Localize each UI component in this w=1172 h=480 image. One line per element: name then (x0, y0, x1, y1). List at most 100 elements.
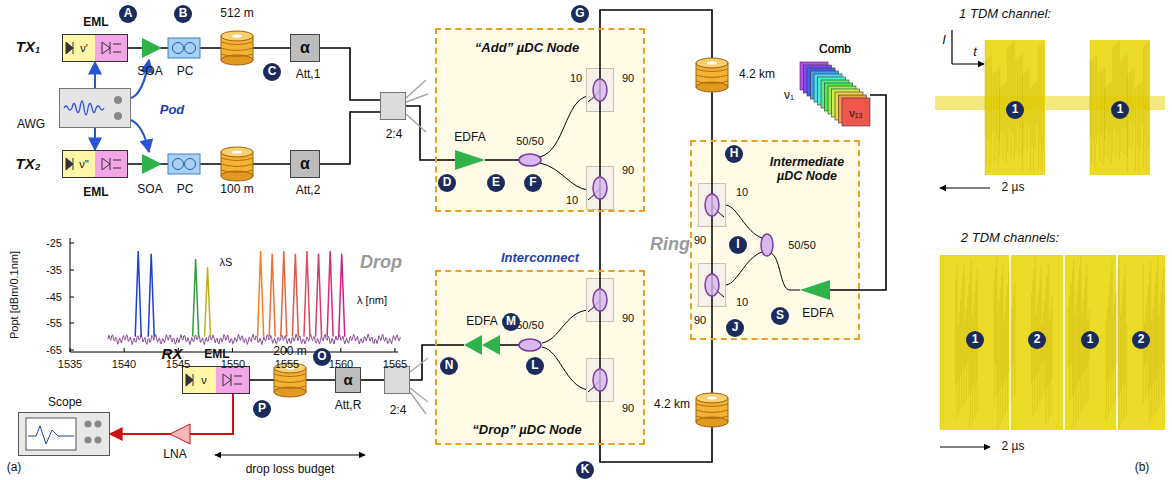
fiber-connector (599, 212, 601, 270)
oscilloscope-trace (1002, 264, 1003, 419)
spectrum-plot (108, 334, 400, 345)
oscilloscope-trace (1135, 88, 1136, 171)
oscilloscope-trace (1033, 84, 1034, 174)
oscilloscope-trace (1003, 322, 1004, 382)
eml-symbol (223, 374, 242, 386)
callout-number: C (263, 63, 281, 81)
splitter-fill (384, 366, 410, 394)
oscilloscope-trace (961, 287, 962, 409)
small-label: λS (220, 256, 233, 268)
attenuator-box: α (290, 34, 320, 62)
polarization-controller (185, 159, 196, 170)
oscilloscope-trace (1137, 86, 1138, 145)
callout-number: M (502, 313, 520, 331)
node-label: EML (83, 16, 108, 29)
node-label: AWG (17, 118, 45, 131)
oscilloscope-trace (1143, 46, 1144, 167)
oscilloscope-trace (985, 40, 986, 175)
callout-number: J (726, 319, 744, 337)
oscilloscope-trace (971, 260, 972, 390)
text-label: 512 m (220, 7, 253, 20)
polarization-controller (168, 154, 200, 174)
panel-heading: 1 TDM channel: (959, 7, 1051, 21)
oscilloscope-trace (986, 59, 987, 165)
oscilloscope-trace (1116, 281, 1117, 364)
drop-node-circuit (435, 270, 614, 445)
spectrum-plot (70, 297, 74, 298)
oscilloscope-trace (1001, 87, 1002, 131)
oscilloscope-trace (1157, 258, 1158, 374)
oscilloscope-trace (1050, 308, 1051, 416)
fiber-connector (320, 112, 380, 164)
oscilloscope-trace (999, 301, 1000, 392)
add-node-circuit (519, 154, 541, 166)
fiber-spool (696, 58, 728, 92)
eml-module: EML (182, 366, 250, 394)
oscilloscope-trace (993, 74, 994, 134)
oscilloscope-trace (1125, 266, 1126, 382)
awg-symbol (114, 96, 122, 104)
spectrum-plot (70, 350, 74, 351)
scope-symbol (95, 421, 102, 428)
fiber-connector (94, 128, 96, 150)
add-node-circuit (587, 68, 614, 112)
fiber-spool (221, 147, 253, 181)
oscilloscope-trace (1098, 74, 1099, 134)
awg-symbol (59, 60, 149, 152)
oscilloscope-trace (998, 69, 999, 166)
fiber-connector (95, 10, 886, 462)
callout-number: 1 (1111, 101, 1129, 119)
oscilloscope-trace (1070, 295, 1071, 400)
oscilloscope-trace (1094, 56, 1095, 169)
comb-laser-stack (800, 62, 870, 126)
small-label: 90 (694, 314, 706, 326)
text-label: PC (177, 183, 194, 196)
oscilloscope-trace (1006, 82, 1007, 163)
eml-symbol (102, 42, 121, 54)
oscilloscope-trace (1073, 258, 1074, 427)
axis-tick-label: -25 (46, 237, 62, 249)
oscilloscope-trace (1125, 55, 1126, 129)
callout-number: D (438, 174, 456, 192)
intermediate-node-circuit (699, 263, 726, 307)
oscilloscope-trace (960, 300, 961, 377)
drop-node-region: “Drop” µDC Node (435, 270, 645, 445)
intermediate-node-circuit (699, 140, 861, 340)
oscilloscope-trace (1045, 287, 1046, 426)
loss-budget-arrow (215, 454, 365, 455)
fiber-connector (406, 106, 435, 160)
text-label: (b) (1135, 461, 1150, 474)
fiber-spool (221, 31, 253, 65)
polarization-controller (168, 38, 200, 58)
oscilloscope-trace (1090, 61, 1091, 136)
text-label: 200 m (273, 345, 306, 358)
add-node-circuit (587, 166, 614, 210)
oscilloscope-trace (1159, 316, 1160, 407)
oscilloscope-trace (1163, 267, 1164, 397)
text-label: SOA (137, 183, 162, 196)
text-label: PC (177, 65, 194, 78)
lna-amplifier (170, 424, 190, 444)
section-name: Pod (160, 103, 185, 117)
spectrum-plot (327, 251, 333, 337)
axis-tick-label: -35 (46, 264, 62, 276)
callout-number: 1 (1006, 101, 1024, 119)
oscilloscope-trace (1130, 71, 1131, 122)
oscilloscope-trace (1044, 299, 1045, 393)
oscilloscope-trace (940, 188, 990, 447)
callout-number: S (771, 307, 789, 325)
spectrum-plot (232, 348, 233, 352)
attenuator-fill (290, 34, 320, 62)
node-region-fill (435, 270, 645, 445)
axis-title: Popt [dBm/0.1nm] (8, 251, 20, 339)
oscilloscope-trace (1077, 292, 1078, 386)
small-label: 10 (736, 186, 748, 198)
axis-tick-label: 1565 (383, 358, 407, 370)
oscilloscope-trace (1022, 75, 1023, 174)
oscilloscope-trace (1002, 85, 1003, 160)
oscilloscope-trace (1027, 70, 1028, 152)
text-label: ν₁ (784, 89, 794, 102)
intermediate-node-circuit (800, 280, 830, 300)
splitter-box: 2:4 (384, 366, 410, 394)
oscilloscope-trace (1074, 316, 1075, 390)
